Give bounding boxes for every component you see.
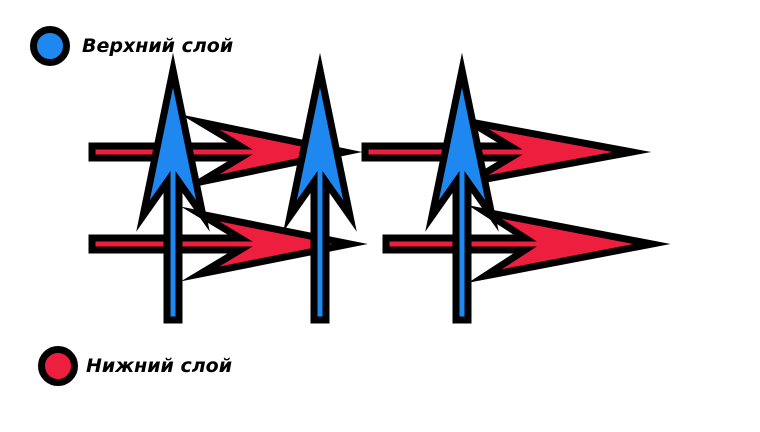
legend-top-layer: Верхний слой (30, 26, 233, 66)
red-dot-icon (38, 346, 78, 386)
blue-arrow-right (425, 52, 499, 324)
blue-arrow-left (136, 52, 210, 324)
red-arrow-bottom-right (382, 205, 671, 283)
red-arrow-bottom-left (88, 206, 368, 282)
legend-bottom-layer-label: Нижний слой (86, 355, 233, 377)
top-layer-arrows (136, 52, 499, 324)
bottom-layer-arrows (88, 114, 671, 283)
blue-arrow-middle (283, 52, 357, 324)
red-arrow-top-left (88, 114, 363, 190)
legend-top-layer-label: Верхний слой (82, 35, 234, 57)
blue-dot-icon (30, 26, 70, 66)
legend-bottom-layer: Нижний слой (38, 346, 232, 386)
red-arrow-top-right (361, 115, 652, 189)
